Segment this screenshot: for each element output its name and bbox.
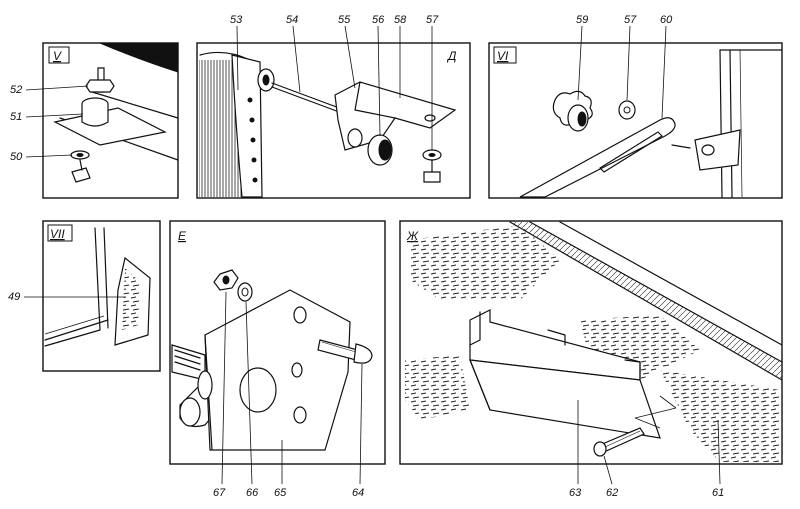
upholstery-texture	[410, 225, 560, 300]
panel-vi: VI 59 57 60	[488, 14, 783, 199]
callout-56: 56	[372, 14, 385, 26]
panel-vii-frame	[42, 220, 161, 372]
callout-57-a: 57	[426, 14, 439, 26]
hood-shape	[99, 42, 179, 73]
callout-57-b: 57	[624, 14, 637, 26]
callout-55: 55	[338, 14, 351, 26]
panel-vii: VII 49	[8, 220, 161, 372]
slotted-bar	[519, 117, 676, 198]
panel-v: V 52 51 50	[10, 42, 179, 199]
panel-zh: Ж 63 62 61	[399, 220, 783, 499]
callout-51: 51	[10, 111, 22, 123]
callout-66: 66	[246, 487, 259, 499]
callout-62: 62	[606, 487, 618, 499]
callout-50: 50	[10, 151, 23, 163]
panel-d: Д 53 54 55 56	[196, 14, 471, 199]
callout-54: 54	[286, 14, 298, 26]
panel-e-title: Е	[178, 229, 187, 243]
callout-59: 59	[576, 14, 588, 26]
callout-53: 53	[230, 14, 243, 26]
mounting-plate	[204, 289, 351, 451]
panel-v-title: V	[53, 49, 62, 63]
callout-65: 65	[274, 487, 287, 499]
panel-vi-frame	[488, 42, 783, 199]
callout-61: 61	[712, 487, 724, 499]
callout-58: 58	[394, 14, 407, 26]
panel-vi-title: VI	[497, 49, 509, 63]
panel-d-title: Д	[446, 49, 457, 63]
callout-49: 49	[8, 291, 20, 303]
callout-67: 67	[213, 487, 226, 499]
callout-60: 60	[660, 14, 673, 26]
panel-e: Е 67 66 65 64	[169, 220, 386, 499]
panel-vii-title: VII	[50, 227, 65, 241]
callout-63: 63	[569, 487, 582, 499]
callout-64: 64	[352, 487, 364, 499]
callout-52: 52	[10, 84, 22, 96]
